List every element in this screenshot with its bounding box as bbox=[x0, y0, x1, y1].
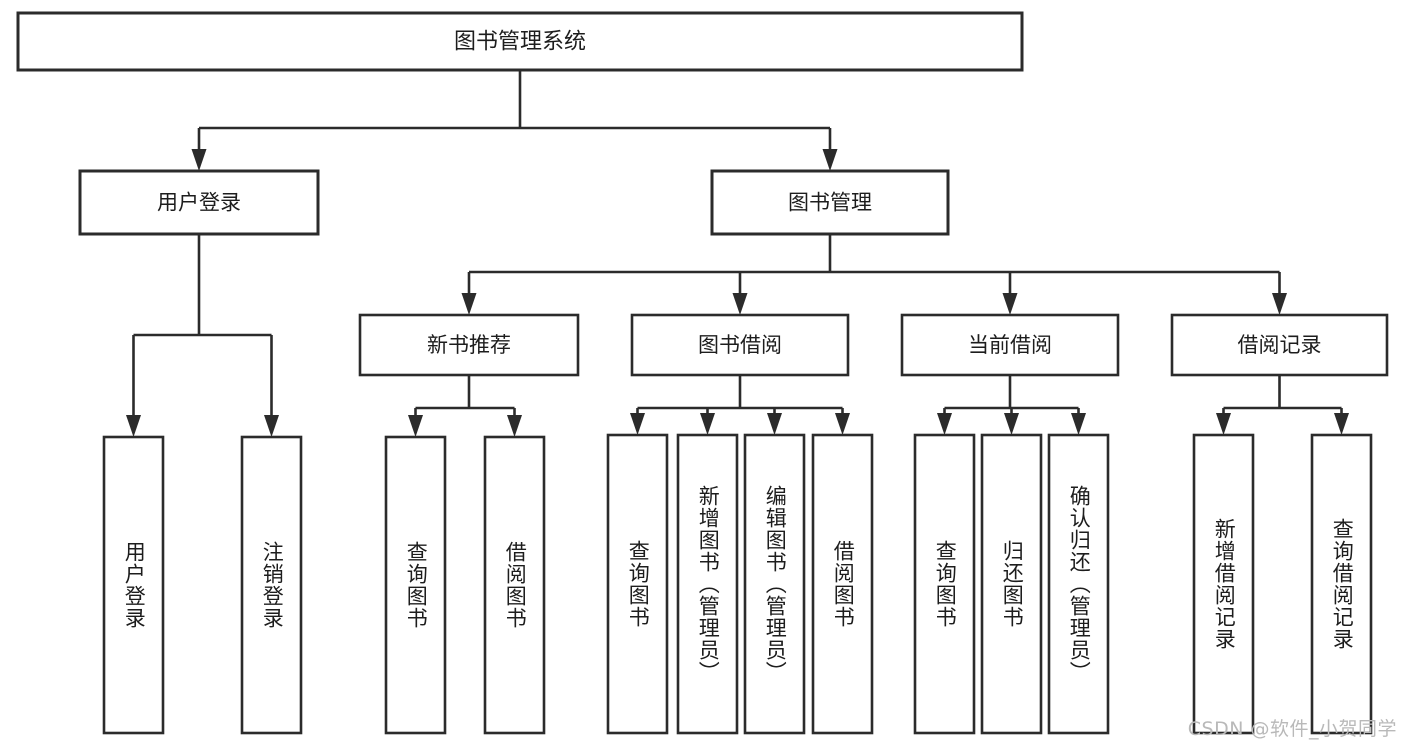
to-leaf-query-book-current-arrowhead bbox=[937, 413, 952, 435]
leaf-leaf-query-book-current-box[interactable] bbox=[913, 433, 976, 735]
node-borrow-record-box[interactable] bbox=[1170, 313, 1389, 377]
leaf-leaf-user-login-box[interactable] bbox=[102, 435, 165, 735]
to-book-borrow-arrowhead bbox=[732, 293, 748, 315]
leaf-leaf-query-book-recommend-box[interactable] bbox=[384, 435, 447, 735]
to-book-manage-arrowhead bbox=[822, 149, 838, 171]
to-leaf-borrow-book-recommend-arrowhead bbox=[507, 415, 522, 437]
leaf-leaf-edit-book-box[interactable] bbox=[743, 433, 806, 735]
leaf-leaf-logout-box[interactable] bbox=[240, 435, 303, 735]
to-current-borrow-arrowhead bbox=[1002, 293, 1018, 315]
node-book-manage-box[interactable] bbox=[710, 169, 950, 236]
to-user-login-arrowhead bbox=[191, 149, 207, 171]
leaf-leaf-query-book-borrow-box[interactable] bbox=[606, 433, 669, 735]
to-leaf-add-borrow-record-arrowhead bbox=[1216, 413, 1231, 435]
node-new-book-recommend-label: 新书推荐 bbox=[427, 333, 511, 357]
node-user-login-label: 用户登录 bbox=[157, 191, 241, 215]
leaf-leaf-confirm-return-box[interactable] bbox=[1047, 433, 1110, 735]
leaf-leaf-add-borrow-record-box[interactable] bbox=[1192, 433, 1255, 735]
to-leaf-query-book-recommend-arrowhead bbox=[408, 415, 423, 437]
node-root-box[interactable] bbox=[16, 11, 1024, 72]
node-new-book-recommend-box[interactable] bbox=[358, 313, 580, 377]
leaf-leaf-return-book-box[interactable] bbox=[980, 433, 1043, 735]
leaf-leaf-query-borrow-record-box[interactable] bbox=[1310, 433, 1373, 735]
boxes-layer bbox=[16, 11, 1389, 735]
node-book-manage-label: 图书管理 bbox=[788, 191, 872, 215]
leaf-leaf-borrow-book-recommend-box[interactable] bbox=[483, 435, 546, 735]
to-leaf-confirm-return-arrowhead bbox=[1071, 413, 1086, 435]
watermark-text: CSDN @软件_小贺同学 bbox=[1187, 718, 1397, 740]
connectors-layer bbox=[126, 70, 1349, 437]
to-borrow-record-arrowhead bbox=[1272, 293, 1287, 315]
node-borrow-record-label: 借阅记录 bbox=[1238, 333, 1322, 357]
to-leaf-user-login-arrowhead bbox=[126, 415, 141, 437]
to-leaf-logout-arrowhead bbox=[264, 415, 279, 437]
node-book-borrow-box[interactable] bbox=[630, 313, 850, 377]
leaf-leaf-borrow-book-box[interactable] bbox=[811, 433, 874, 735]
to-leaf-add-book-arrowhead bbox=[700, 413, 715, 435]
to-leaf-edit-book-arrowhead bbox=[767, 413, 782, 435]
node-current-borrow-box[interactable] bbox=[900, 313, 1120, 377]
to-new-book-recommend-arrowhead bbox=[461, 293, 477, 315]
to-leaf-query-book-borrow-arrowhead bbox=[630, 413, 645, 435]
node-user-login-box[interactable] bbox=[78, 169, 320, 236]
node-root-label: 图书管理系统 bbox=[454, 30, 586, 55]
leaf-leaf-add-book-box[interactable] bbox=[676, 433, 739, 735]
to-leaf-query-borrow-record-arrowhead bbox=[1334, 413, 1349, 435]
to-leaf-borrow-book-arrowhead bbox=[835, 413, 850, 435]
node-current-borrow-label: 当前借阅 bbox=[968, 333, 1052, 357]
node-book-borrow-label: 图书借阅 bbox=[698, 333, 782, 357]
to-leaf-return-book-arrowhead bbox=[1004, 413, 1019, 435]
